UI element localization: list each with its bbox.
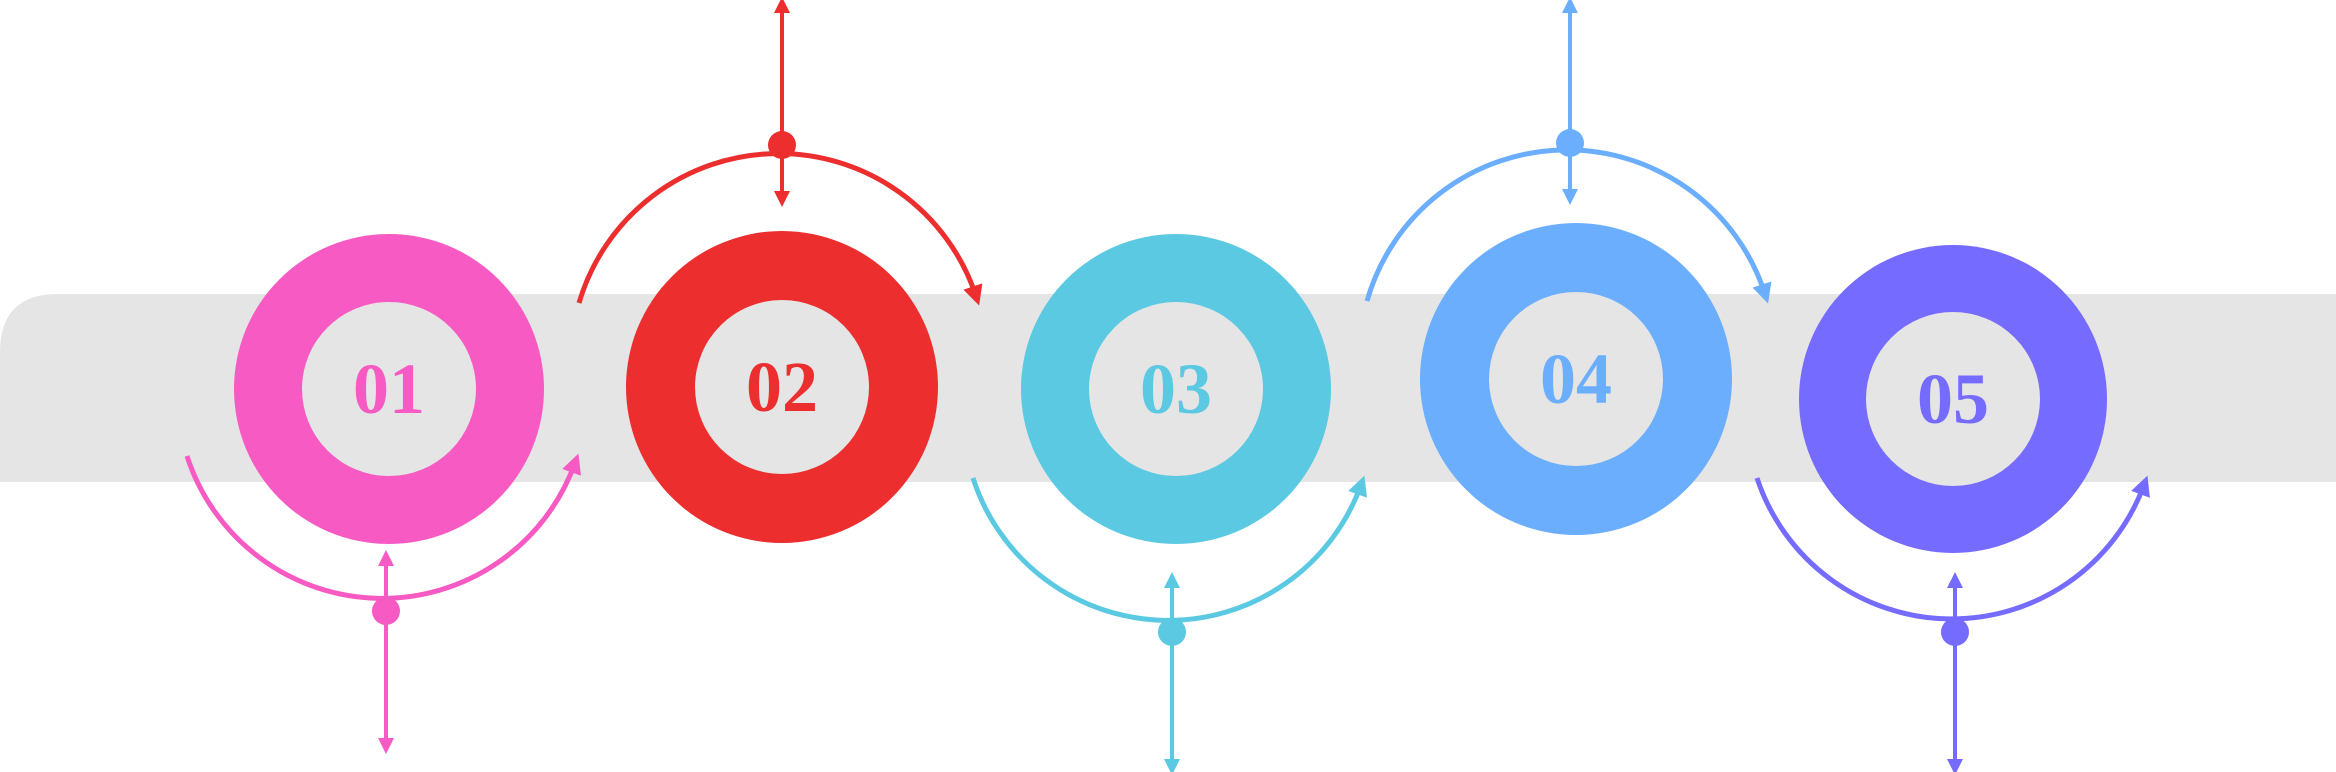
step-3: 03	[970, 234, 1367, 772]
step-4-number: 04	[1540, 339, 1612, 419]
step-5-number: 05	[1917, 359, 1989, 439]
step-3-inner-circle	[1089, 302, 1263, 476]
step-2-inner-circle	[695, 300, 869, 474]
step-1: 01	[184, 234, 581, 754]
step-3-number: 03	[1140, 349, 1212, 429]
step-2-connector-dot	[768, 131, 796, 159]
step-3-connector-dot	[1158, 618, 1186, 646]
step-1-connector-dot	[372, 597, 400, 625]
step-5-inner-circle	[1866, 312, 2040, 486]
step-5-connector-dot	[1941, 618, 1969, 646]
step-2-number: 02	[746, 347, 818, 427]
step-4-connector-dot	[1556, 129, 1584, 157]
step-4-inner-circle	[1489, 292, 1663, 466]
step-4: 04	[1364, 0, 1772, 535]
step-1-number: 01	[353, 349, 425, 429]
step-2: 02	[576, 0, 983, 543]
step-1-inner-circle	[302, 302, 476, 476]
step-5: 05	[1754, 245, 2150, 772]
